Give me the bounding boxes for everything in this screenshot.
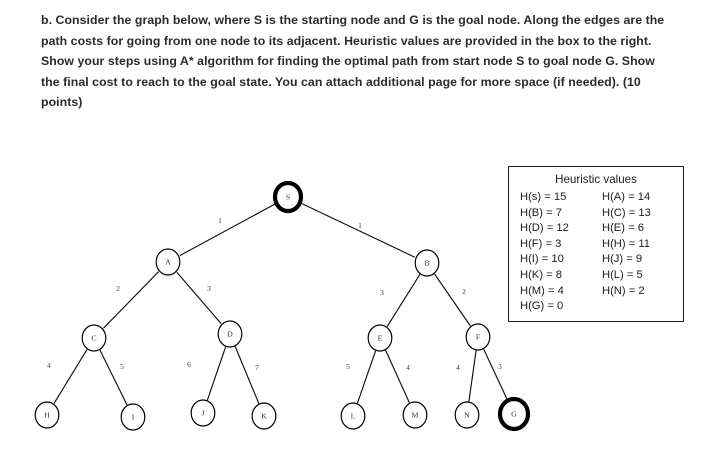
heuristic-item: H(D) = 12 xyxy=(520,222,569,235)
edge-cost-label: 7 xyxy=(255,363,259,372)
heuristic-right-column: H(A) = 14 H(C) = 13 H(E) = 6 H(H) = 11 H(J) … xyxy=(602,190,682,315)
graph-node-j xyxy=(190,399,216,427)
graph-node-label: S xyxy=(286,193,290,202)
heuristic-item: H(I) = 10 xyxy=(520,253,564,266)
graph-node-label: I xyxy=(132,413,135,422)
graph-node-b xyxy=(414,249,440,277)
edge-cost-labels-group: 1 1 2 3 3 2 4 5 6 7 5 4 4 3 xyxy=(47,216,502,372)
edge-cost-label: 3 xyxy=(207,284,211,293)
graph-edge xyxy=(356,350,377,404)
edge-lines-group xyxy=(53,202,508,406)
graph-node-label: M xyxy=(412,411,419,420)
graph-node-label: E xyxy=(378,334,383,343)
heuristic-columns: H(s) = 15 H(B) = 7 H(D) = 12 H(F) = 3 H(I) =… xyxy=(509,190,683,315)
heuristic-item: H(A) = 14 xyxy=(602,191,651,203)
graph-node-label: A xyxy=(165,258,171,267)
question-text: b. Consider the graph below, where S is … xyxy=(41,10,666,113)
graph-edge xyxy=(103,271,159,329)
heuristic-values-box: Heuristic values H(s) = 15 H(B) = 7 H(D) =… xyxy=(508,166,684,322)
graph-node-label: H xyxy=(44,411,50,420)
graph-node-label: J xyxy=(201,409,204,418)
graph-node-m xyxy=(402,401,428,429)
edge-cost-label: 6 xyxy=(187,360,191,369)
heuristic-item: H(M) = 4 xyxy=(520,284,564,297)
graph-node-label: C xyxy=(91,334,96,343)
graph-edge xyxy=(386,274,421,327)
graph-edge xyxy=(234,346,260,404)
graph-edge xyxy=(300,202,416,258)
edge-cost-label: 5 xyxy=(120,362,124,371)
heuristic-item: H(N) = 2 xyxy=(602,284,645,297)
heuristic-item: H(E) = 6 xyxy=(602,222,644,235)
edge-cost-label: 1 xyxy=(358,221,362,230)
graph-edge xyxy=(179,203,276,257)
edge-cost-label: 3 xyxy=(498,362,502,371)
heuristic-item: H(C) = 13 xyxy=(602,206,651,219)
graph-node-label: K xyxy=(261,412,267,421)
graph-nodes-group: S A B C D E F H I J K L M N G xyxy=(34,180,531,432)
heuristic-item: H(K) = 8 xyxy=(520,268,562,281)
graph-edge xyxy=(434,273,471,327)
graph-node-l xyxy=(340,402,366,430)
graph-node-label: G xyxy=(511,410,517,419)
heuristic-item: H(s) = 15 xyxy=(520,191,567,203)
graph-node-h xyxy=(34,401,60,429)
graph-node-a xyxy=(155,248,181,276)
graph-node-i xyxy=(120,403,146,431)
edge-cost-label: 1 xyxy=(218,216,222,225)
edge-cost-label: 4 xyxy=(47,361,51,370)
edge-cost-label: 5 xyxy=(346,362,350,371)
graph-edge xyxy=(53,349,88,404)
graph-node-label: D xyxy=(227,330,233,339)
graph-node-label: N xyxy=(464,411,470,420)
graph-node-k xyxy=(251,402,277,430)
edge-cost-label: 2 xyxy=(462,287,466,296)
heuristic-item: H(J) = 9 xyxy=(602,253,643,266)
graph-edge xyxy=(385,350,410,403)
graph-node-g xyxy=(497,396,531,432)
heuristic-item: H(G) = 0 xyxy=(520,300,564,313)
graph-node-label: B xyxy=(424,259,429,268)
heuristic-item: H(F) = 3 xyxy=(520,237,562,250)
graph-edge xyxy=(483,348,508,401)
graph-edge xyxy=(206,346,227,401)
heuristic-left-column: H(s) = 15 H(B) = 7 H(D) = 12 H(F) = 3 H(I) =… xyxy=(520,190,602,315)
graph-node-s xyxy=(272,180,304,214)
edge-cost-label: 4 xyxy=(456,363,460,372)
heuristic-item: H(L) = 5 xyxy=(602,268,643,281)
graph-edge xyxy=(468,350,477,402)
question-paragraph: b. Consider the graph below, where S is … xyxy=(41,13,665,109)
graph-node-n xyxy=(454,401,480,429)
edge-cost-label: 3 xyxy=(380,288,384,297)
heuristic-item: H(H) = 11 xyxy=(602,237,650,250)
graph-node-label: L xyxy=(351,412,356,421)
graph-node-e xyxy=(367,324,393,352)
heuristic-box-title: Heuristic values xyxy=(555,173,637,186)
graph-node-c xyxy=(81,324,107,352)
heuristic-item: H(B) = 7 xyxy=(520,206,562,219)
graph-edge xyxy=(176,271,222,325)
graph-node-f xyxy=(465,323,491,351)
edge-cost-label: 2 xyxy=(116,284,120,293)
graph-node-d xyxy=(217,320,243,348)
graph-node-label: F xyxy=(476,333,481,342)
edge-cost-label: 4 xyxy=(406,363,410,372)
graph-edge xyxy=(99,349,128,406)
